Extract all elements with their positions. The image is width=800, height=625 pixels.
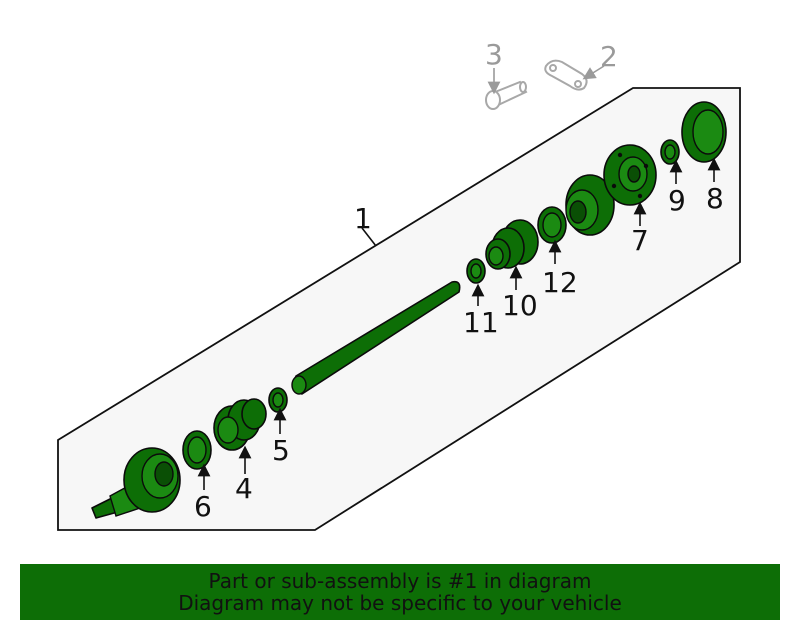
callout-12: 12 <box>542 266 578 299</box>
callout-7: 7 <box>631 224 649 257</box>
callout-11: 11 <box>463 306 499 339</box>
callout-2: 2 <box>600 40 618 73</box>
banner-line-2: Diagram may not be specific to your vehi… <box>178 591 622 615</box>
callout-4: 4 <box>235 472 253 505</box>
seal-ring-12-inner <box>542 212 562 238</box>
parts-diagram: 1 2 3 4 5 6 7 8 9 10 11 12 <box>57 38 741 531</box>
callout-3: 3 <box>485 38 503 71</box>
callout-6: 6 <box>194 490 212 523</box>
clamp-5-inner <box>272 392 284 408</box>
clamp-11-inner <box>470 263 482 279</box>
axle-shaft <box>291 280 461 395</box>
boot-4 <box>213 398 267 451</box>
info-banner: Part or sub-assembly is #1 in diagram Di… <box>20 564 780 620</box>
banner-line-1: Part or sub-assembly is #1 in diagram <box>208 569 592 593</box>
ring-9-inner <box>664 144 676 160</box>
callout-1: 1 <box>354 202 372 235</box>
seal-ring-6-inner <box>187 436 207 464</box>
bracket-part <box>544 59 588 91</box>
callout-10: 10 <box>502 289 538 322</box>
leader-2 <box>582 65 605 80</box>
cover-8 <box>681 101 727 163</box>
boot-10 <box>485 219 539 270</box>
callout-5: 5 <box>272 434 290 467</box>
callout-9: 9 <box>668 184 686 217</box>
flange-7 <box>603 144 657 206</box>
cv-joint-housing <box>91 447 181 519</box>
leader-1 <box>361 227 377 247</box>
outer-joint <box>565 174 615 236</box>
bolt-part <box>485 80 528 110</box>
callout-8: 8 <box>706 182 724 215</box>
